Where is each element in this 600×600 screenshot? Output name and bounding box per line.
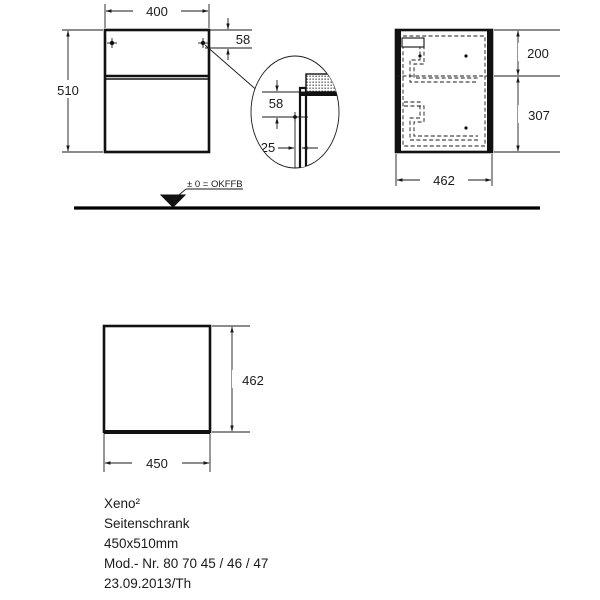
dim-plan-depth-label: 462	[242, 373, 264, 388]
title-block: Xeno² Seitenschrank 450x510mm Mod.- Nr. …	[104, 496, 268, 591]
detail-dim-58-label: 58	[269, 96, 283, 111]
dim-side-depth-label: 462	[433, 173, 455, 188]
dimension-plan-width: 450	[103, 434, 211, 472]
front-elevation-geometry	[103, 28, 211, 154]
plan-outline	[102, 324, 212, 434]
side-handle-detail	[401, 37, 425, 48]
dimension-plan-depth: 462	[212, 325, 276, 433]
datum-leader	[172, 188, 187, 201]
datum-label: ± 0 = OKFFB	[187, 179, 243, 190]
floor-datum-group: ± 0 = OKFFB	[74, 179, 540, 210]
detail-dimension-58: 58	[261, 80, 308, 129]
side-divider-marker	[487, 72, 492, 80]
detail-dim-25-label: 25	[261, 140, 275, 155]
dimension-front-top-offset: 58	[205, 18, 258, 60]
front-cabinet-outline	[103, 28, 211, 154]
detail-callout-group: 58 25	[250, 55, 340, 169]
side-view-geometry	[394, 28, 494, 154]
detail-bracket-hatch	[305, 73, 339, 93]
dim-front-top-offset-label: 58	[236, 32, 250, 47]
side-cabinet-outline	[394, 28, 494, 154]
plan-front-edge	[104, 430, 210, 434]
dim-side-lower-label: 307	[528, 108, 550, 123]
title-line-3: 450x510mm	[104, 536, 178, 551]
side-dot-3	[464, 126, 468, 130]
side-lower-door-profile-2	[404, 105, 478, 137]
side-dot-2	[464, 54, 468, 58]
datum-triangle-icon	[159, 194, 187, 208]
dimension-front-height: 510	[52, 29, 103, 153]
dimension-side-heights: 200 307	[494, 29, 560, 153]
mounting-point-left	[107, 38, 117, 48]
title-line-5: 23.09.2013/Th	[104, 576, 191, 591]
mounting-point-right	[198, 38, 208, 48]
dim-front-height-label: 510	[57, 83, 79, 98]
dim-front-width-label: 400	[146, 4, 168, 19]
detail-bracket-base	[300, 92, 339, 96]
dim-side-upper-label: 200	[527, 46, 549, 61]
title-line-1: Xeno²	[104, 496, 141, 511]
dimension-side-depth: 462	[395, 154, 493, 188]
detail-dimension-25: 25	[261, 140, 318, 155]
title-line-4: Mod.- Nr. 80 70 45 / 46 / 47	[104, 556, 268, 571]
side-back-panel	[396, 30, 401, 152]
detail-wall-panel	[298, 86, 308, 168]
side-front-panel	[487, 30, 492, 152]
dimension-front-width: 400	[104, 3, 210, 28]
side-inner-liner	[402, 35, 486, 147]
side-dot-1	[418, 54, 422, 58]
plan-view-geometry	[102, 324, 212, 434]
dim-plan-width-label: 450	[146, 456, 168, 471]
side-lower-door-profile	[404, 101, 478, 141]
title-line-2: Seitenschrank	[104, 516, 190, 531]
